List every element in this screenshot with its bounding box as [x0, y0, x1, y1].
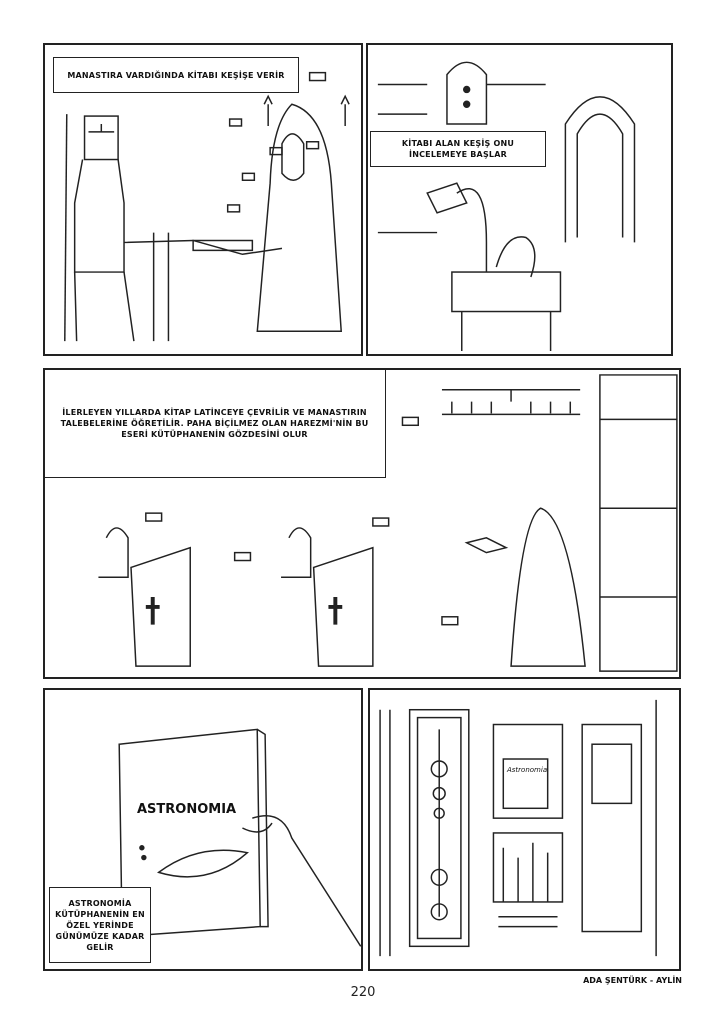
- panel-5-library-shelves: Astronomia: [368, 688, 681, 971]
- knight-and-monk-drawing: [64, 71, 350, 342]
- monk-at-desk-drawing: [377, 61, 636, 351]
- author-credit: ADA ŞENTÜRK - AYLİN: [583, 976, 682, 985]
- panel-1-knight-gives-book: MANASTIRA VARDIĞINDA KİTABI KEŞİŞE VERİR: [43, 43, 363, 356]
- panel-1-caption: MANASTIRA VARDIĞINDA KİTABI KEŞİŞE VERİR: [53, 57, 299, 93]
- panel-2-monk-studies: KİTABI ALAN KEŞİŞ ONU İNCELEMEYE BAŞLAR: [366, 43, 673, 356]
- panel-4-astronomia-book: ASTRONOMIA ASTRONOMİA KÜTÜPHANENİN EN ÖZ…: [43, 688, 363, 971]
- hand-holding-book-drawing: [118, 728, 361, 947]
- panel-3-scriptorium: İLERLEYEN YILLARDA KİTAP LATİNCEYE ÇEVRİ…: [43, 368, 681, 679]
- book-title-astronomia: ASTRONOMIA: [137, 802, 237, 817]
- library-shelves-drawing: [379, 699, 657, 957]
- panel-2-caption: KİTABI ALAN KEŞİŞ ONU İNCELEMEYE BAŞLAR: [370, 131, 546, 167]
- scriptorium-drawing: [98, 374, 678, 672]
- panel-4-caption: ASTRONOMİA KÜTÜPHANENİN EN ÖZEL YERİNDE …: [49, 887, 151, 963]
- panel-3-caption: İLERLEYEN YILLARDA KİTAP LATİNCEYE ÇEVRİ…: [45, 370, 386, 478]
- page-number: 220: [350, 985, 376, 1000]
- shelf-book-label: Astronomia: [507, 766, 548, 774]
